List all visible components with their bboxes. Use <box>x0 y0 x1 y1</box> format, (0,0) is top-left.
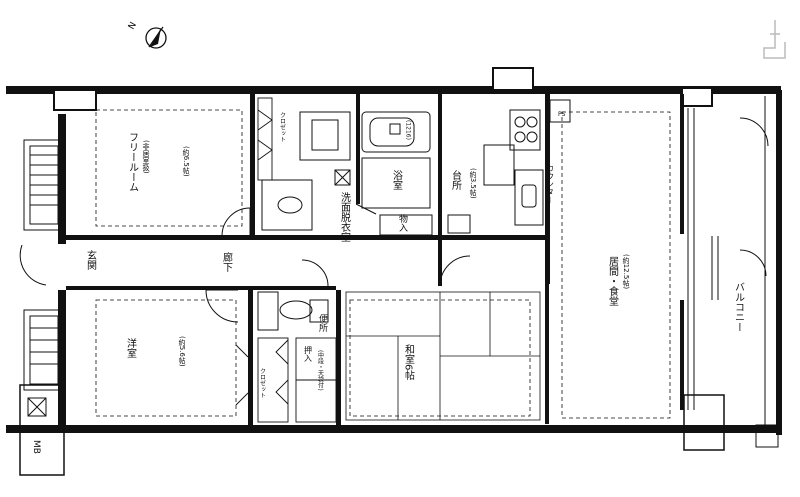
japanese-room-label: 和室6帖 <box>403 344 415 381</box>
free-room-label: フリールーム <box>127 132 139 192</box>
living-area: (約12.5帖) <box>622 254 630 289</box>
counter-label: カウンター <box>546 164 555 204</box>
free-room-area: (約6.5帖) <box>182 146 190 177</box>
bath-fixtures <box>261 111 433 236</box>
left-window-units <box>19 139 65 476</box>
corner-mark-icon <box>763 20 786 59</box>
entrance-label: 玄関 <box>85 249 97 271</box>
western-room-label: 洋室 <box>125 337 137 358</box>
north-arrow-icon <box>145 26 167 49</box>
free-room-note: (非居室扱) <box>142 140 150 174</box>
balcony-rails <box>683 96 779 451</box>
living-label: 居間・食堂 <box>607 256 619 306</box>
kitchen-label: 台所 <box>450 169 462 191</box>
western-room-area: (約5.6帖) <box>178 336 186 367</box>
balcony-label: バルコニー <box>733 282 745 332</box>
door-swings <box>19 117 769 323</box>
interior-walls <box>66 94 684 425</box>
washroom-label: 洗面脱衣室 <box>339 192 351 242</box>
bath-label: 浴室 <box>391 170 403 190</box>
oshiire-label: 押入 <box>304 345 313 362</box>
north-label: N <box>127 21 139 32</box>
storage-label: 物入 <box>397 213 408 232</box>
pipe-space-label: PS <box>558 111 566 118</box>
bath-size: (1216) <box>405 120 412 140</box>
closet-upper-label: クロゼット <box>279 112 286 142</box>
toilet-label: 便所 <box>317 313 328 333</box>
corridor-label: 廊下 <box>221 251 233 273</box>
closet-outlines <box>235 97 337 423</box>
toilet-fixtures <box>257 291 329 331</box>
meter-box-label: MB <box>31 440 41 454</box>
kitchen-fixtures <box>447 99 571 234</box>
closet-lower-label: クロゼット <box>259 368 266 398</box>
tatami-grid <box>345 291 541 421</box>
kitchen-area: (約3.5帖) <box>469 168 477 199</box>
oshiire-note: (中段・天袋付) <box>317 350 324 391</box>
outer-walls <box>6 67 782 435</box>
